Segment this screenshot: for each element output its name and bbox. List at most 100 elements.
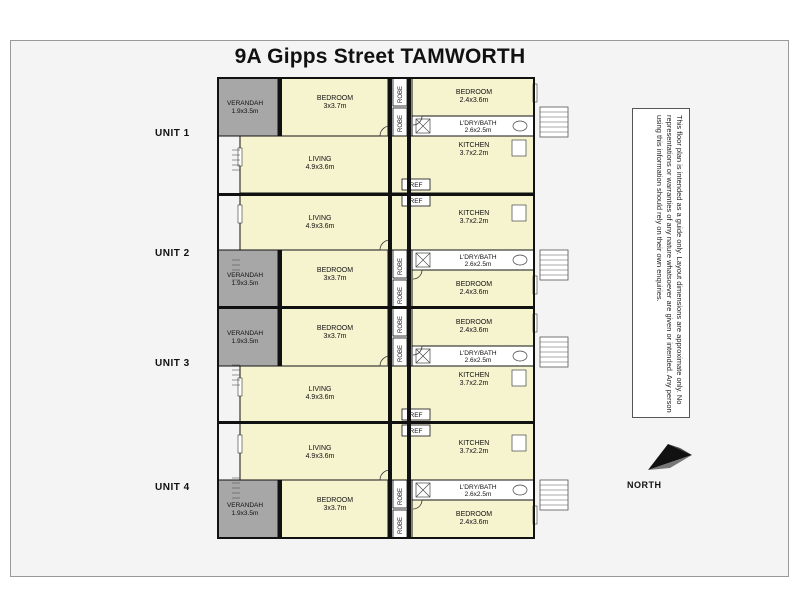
bedroom-small-size-unit-1: 2.4x3.6m [460,97,489,104]
bedroom-small-size-unit-4: 2.4x3.6m [460,519,489,526]
laundry-bath-label-unit-3: L'DRY/BATH [459,350,496,357]
window-living-unit-1 [237,147,243,167]
verandah-unit-3 [217,307,279,367]
ref-unit-4 [401,424,431,437]
robe-a-label-unit-4: ROBE [398,488,404,505]
living-label-unit-4: LIVING [309,445,332,452]
verandah-label-unit-3: VERANDAH [227,330,263,337]
sink-unit-3 [511,369,527,387]
verandah-label-unit-1: VERANDAH [227,100,263,107]
kitchen-label-unit-4: KITCHEN [459,440,490,447]
basin-unit-2 [512,254,528,266]
unit-2-label: UNIT 2 [155,248,190,259]
party-wall-2 [218,306,534,309]
laundry-bath-label-unit-1: L'DRY/BATH [459,120,496,127]
laundry-bath-size-unit-3: 2.6x2.5m [465,357,492,364]
basin-unit-1 [512,120,528,132]
unit-4-label: UNIT 4 [155,482,190,493]
kitchen-label-unit-1: KITCHEN [459,142,490,149]
robe-a-label-unit-1: ROBE [398,86,404,103]
plan-title: 9A Gipps Street TAMWORTH [234,45,526,68]
verandah-size-unit-4: 1.9x3.5m [232,510,259,517]
bedroom-small-size-unit-2: 2.4x3.6m [460,289,489,296]
window-living-unit-3 [237,377,243,397]
bedroom-large-unit-1 [279,77,389,137]
kitchen-size-unit-3: 3.7x2.2m [460,380,489,387]
living-size-unit-3: 4.9x3.6m [306,394,335,401]
bedroom-large-label-unit-3: BEDROOM [317,325,353,332]
bedroom-small-size-unit-3: 2.4x3.6m [460,327,489,334]
verandah-unit-1 [217,77,279,137]
bath-door-unit-1 [412,115,423,126]
living-kitchen-unit-3 [239,365,535,424]
verandah-unit-2 [217,249,279,309]
shower-x2-unit-1 [415,118,431,134]
verandah-size-unit-2: 1.9x3.5m [232,280,259,287]
basin-unit-3 [512,350,528,362]
shower-x2-unit-3 [415,348,431,364]
living-kitchen-unit-2 [239,192,535,251]
ref-label-unit-2: REF [410,198,423,205]
verandah-unit-4 [217,479,279,539]
laundry-bath-label-unit-4: L'DRY/BATH [459,484,496,491]
sink-unit-2 [511,204,527,222]
verandah-size-unit-3: 1.9x3.5m [232,338,259,345]
window-living-unit-2 [237,204,243,224]
living-size-unit-2: 4.9x3.6m [306,223,335,230]
ref-unit-1 [401,178,431,191]
party-wall-3 [218,421,534,424]
verandah-size-unit-1: 1.9x3.5m [232,108,259,115]
bedroom-small-label-unit-1: BEDROOM [456,89,492,96]
bedroom-small-unit-2 [411,269,535,309]
living-size-unit-1: 4.9x3.6m [306,164,335,171]
bath-door-unit-2 [412,269,423,280]
bedroom-large-size-unit-1: 3x3.7m [324,103,347,110]
bedroom-large-label-unit-1: BEDROOM [317,95,353,102]
verandah-label-unit-4: VERANDAH [227,502,263,509]
wall-stub-1 [278,78,282,136]
robe-b-label-unit-3: ROBE [398,345,404,362]
robe-b-label-unit-4: ROBE [398,517,404,534]
sink-unit-1 [511,139,527,157]
shower-x2-unit-4 [415,482,431,498]
window-living-unit-4 [237,434,243,454]
robe-a-label-unit-3: ROBE [398,316,404,333]
laundry-bath-label-unit-2: L'DRY/BATH [459,254,496,261]
shower-x2-unit-2 [415,252,431,268]
robe-b-label-unit-1: ROBE [398,115,404,132]
kitchen-size-unit-4: 3.7x2.2m [460,448,489,455]
bath-door-unit-3 [412,345,423,356]
bedroom-large-label-unit-2: BEDROOM [317,267,353,274]
laundry-bath-size-unit-4: 2.6x2.5m [465,491,492,498]
sink-unit-4 [511,434,527,452]
robe-b-label-unit-2: ROBE [398,287,404,304]
bedroom-small-unit-1 [411,77,535,117]
ref-label-unit-4: REF [410,428,423,435]
disclaimer-text: This floor plan is intended as a guide o… [655,115,684,413]
bath-door-unit-4 [412,499,423,510]
bedroom-large-size-unit-3: 3x3.7m [324,333,347,340]
bedroom-large-size-unit-4: 3x3.7m [324,505,347,512]
ref-unit-3 [401,408,431,421]
bedroom-large-label-unit-4: BEDROOM [317,497,353,504]
bedroom-small-label-unit-3: BEDROOM [456,319,492,326]
basin-unit-4 [512,484,528,496]
wall-stub-3 [278,480,282,538]
unit-1-label: UNIT 1 [155,128,190,139]
kitchen-size-unit-2: 3.7x2.2m [460,218,489,225]
bedroom-large-size-unit-2: 3x3.7m [324,275,347,282]
bedroom-large-unit-2 [279,249,389,309]
living-size-unit-4: 4.9x3.6m [306,453,335,460]
laundry-bath-size-unit-1: 2.6x2.5m [465,127,492,134]
living-label-unit-1: LIVING [309,156,332,163]
living-kitchen-unit-4 [239,422,535,481]
laundry-bath-size-unit-2: 2.6x2.5m [465,261,492,268]
living-label-unit-2: LIVING [309,215,332,222]
kitchen-label-unit-2: KITCHEN [459,210,490,217]
ref-label-unit-1: REF [410,182,423,189]
ref-label-unit-3: REF [410,412,423,419]
party-wall-1 [218,193,534,196]
kitchen-size-unit-1: 3.7x2.2m [460,150,489,157]
bedroom-small-label-unit-4: BEDROOM [456,511,492,518]
